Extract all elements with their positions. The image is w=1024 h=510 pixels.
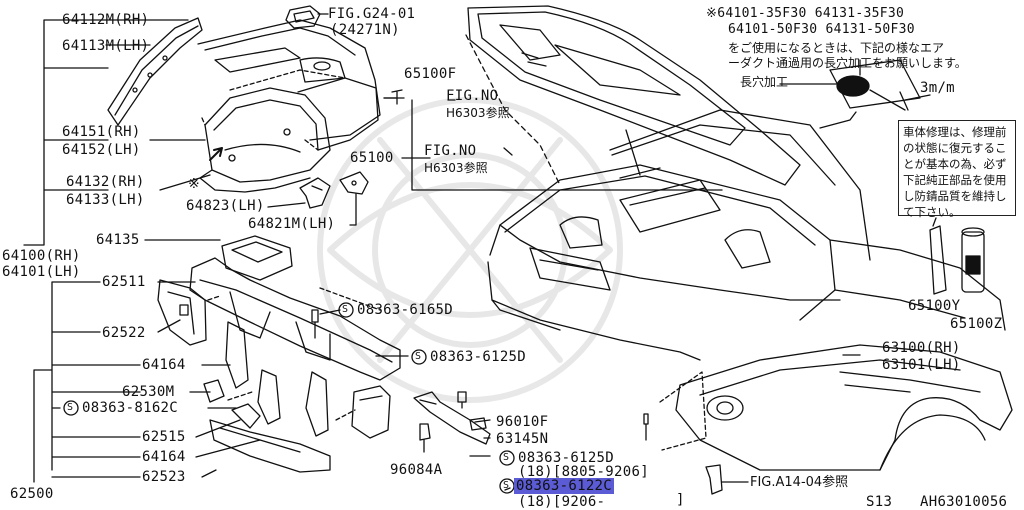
label-63100: 63100(RH) — [882, 340, 961, 356]
wheelhouse-assembly — [107, 17, 381, 193]
label-6122-close: ] — [676, 492, 685, 508]
clip-part — [285, 5, 321, 29]
label-64164a: 64164 — [142, 357, 186, 373]
label-64101: 64101(LH) — [2, 264, 81, 280]
note-line-4: ーダクト通過用の長穴加工をお願いします。 — [728, 56, 967, 70]
label-62511: 62511 — [102, 274, 146, 290]
label-h6303-1: H6303参照 — [446, 106, 510, 120]
leader-lines-left — [23, 19, 261, 483]
label-62515: 62515 — [142, 429, 186, 445]
duct-hole-sketch — [779, 59, 931, 129]
label-64135: 64135 — [96, 232, 140, 248]
label-64100: 64100(RH) — [2, 248, 81, 264]
label-64821: 64821M(LH) — [248, 216, 336, 232]
label-65100y: 65100Y — [908, 298, 961, 314]
label-64164b: 64164 — [142, 449, 186, 465]
s-mark-5: S — [503, 480, 510, 491]
highlighted-part-number[interactable]: 08363-6122C — [514, 478, 615, 494]
label-64152: 64152(LH) — [62, 142, 141, 158]
label-65100z: 65100Z — [950, 316, 1003, 332]
label-08363-6125a: 08363-6125D — [430, 349, 527, 365]
label-96084: 96084A — [390, 462, 443, 478]
hood-dashed-outline — [465, 34, 561, 186]
label-65100f: 65100F — [404, 66, 457, 82]
s-mark-2: S — [415, 351, 422, 362]
label-08363-6125b: 08363-6125D — [518, 450, 615, 466]
note-line-2: 64101-50F30 64131-50F30 — [728, 22, 915, 37]
label-6125b-range: (18)[8805-9206] — [518, 464, 649, 480]
label-figa14: FIG.A14-04参照 — [750, 475, 849, 490]
label-fig-no-2: FIG.NO — [424, 143, 477, 159]
asterisk-arrow — [209, 147, 223, 161]
label-64113: 64113M(LH) — [62, 38, 150, 54]
label-62522: 62522 — [102, 325, 146, 341]
watermark-emblem — [317, 97, 623, 403]
sealant-products — [929, 217, 985, 295]
label-62530: 62530M — [122, 384, 175, 400]
bracket-64821 — [339, 171, 369, 195]
radiator-core-support — [157, 257, 491, 473]
label-64132: 64132(RH) — [66, 174, 145, 190]
label-hole-machining: 長穴加工 — [740, 75, 789, 89]
s-mark-4: S — [503, 452, 510, 463]
car-body-outline — [487, 109, 1006, 361]
screw-65100f — [383, 89, 403, 105]
s-mark-1: S — [342, 304, 349, 315]
label-fig-no-1: FIG.NO — [446, 88, 499, 104]
fender-bracket — [705, 464, 723, 495]
label-08363-6122: 08363-6122C — [514, 478, 615, 494]
footer-figure-id: AH63010056 — [920, 494, 1008, 510]
label-08363-6165: 08363-6165D — [357, 302, 454, 318]
fender-dashed-frame — [659, 371, 707, 451]
label-6122-range: (18)[9206- — [518, 494, 606, 510]
asterisk-mark: ※ — [188, 176, 201, 192]
label-08363-8162: 08363-8162C — [82, 400, 179, 416]
label-h6303-2: H6303参照 — [424, 161, 488, 175]
hood-outline — [467, 5, 801, 186]
label-63145: 63145N — [496, 431, 549, 447]
label-62523: 62523 — [142, 469, 186, 485]
panel-64135 — [221, 235, 293, 281]
wheelhouse-dashed-guide — [201, 69, 346, 151]
footer-section-code: S13 — [866, 494, 893, 510]
label-dimension: 3m/m — [920, 80, 955, 96]
label-64823: 64823(LH) — [186, 198, 265, 214]
label-64151: 64151(RH) — [62, 124, 141, 140]
bracket-leaders — [267, 193, 357, 226]
label-figg24: FIG.G24-01 — [328, 6, 416, 22]
front-fender — [675, 344, 1013, 471]
label-figg24-sub: (24271N) — [330, 22, 400, 38]
label-65100: 65100 — [350, 150, 394, 166]
fender-bolt — [643, 413, 649, 441]
note-line-1: ※64101-35F30 64131-35F30 — [706, 6, 905, 21]
repair-note-box: 車体修理は、修理前の状態に復元することが基本の為、必ず下記純正部品を使用し防錆品… — [898, 120, 1016, 219]
label-63101: 63101(LH) — [882, 357, 961, 373]
s-mark-3: S — [67, 402, 74, 413]
label-64112: 64112M(RH) — [62, 12, 150, 28]
label-96010: 96010F — [496, 414, 549, 430]
s-circles — [63, 302, 515, 494]
bracket-64823 — [299, 177, 331, 209]
leader-lines-right — [319, 59, 861, 491]
label-64133: 64133(LH) — [66, 192, 145, 208]
hood-stay — [619, 129, 661, 179]
note-line-3: をご使用になるときは、下記の様なエア — [728, 41, 945, 55]
label-62500: 62500 — [10, 486, 54, 502]
